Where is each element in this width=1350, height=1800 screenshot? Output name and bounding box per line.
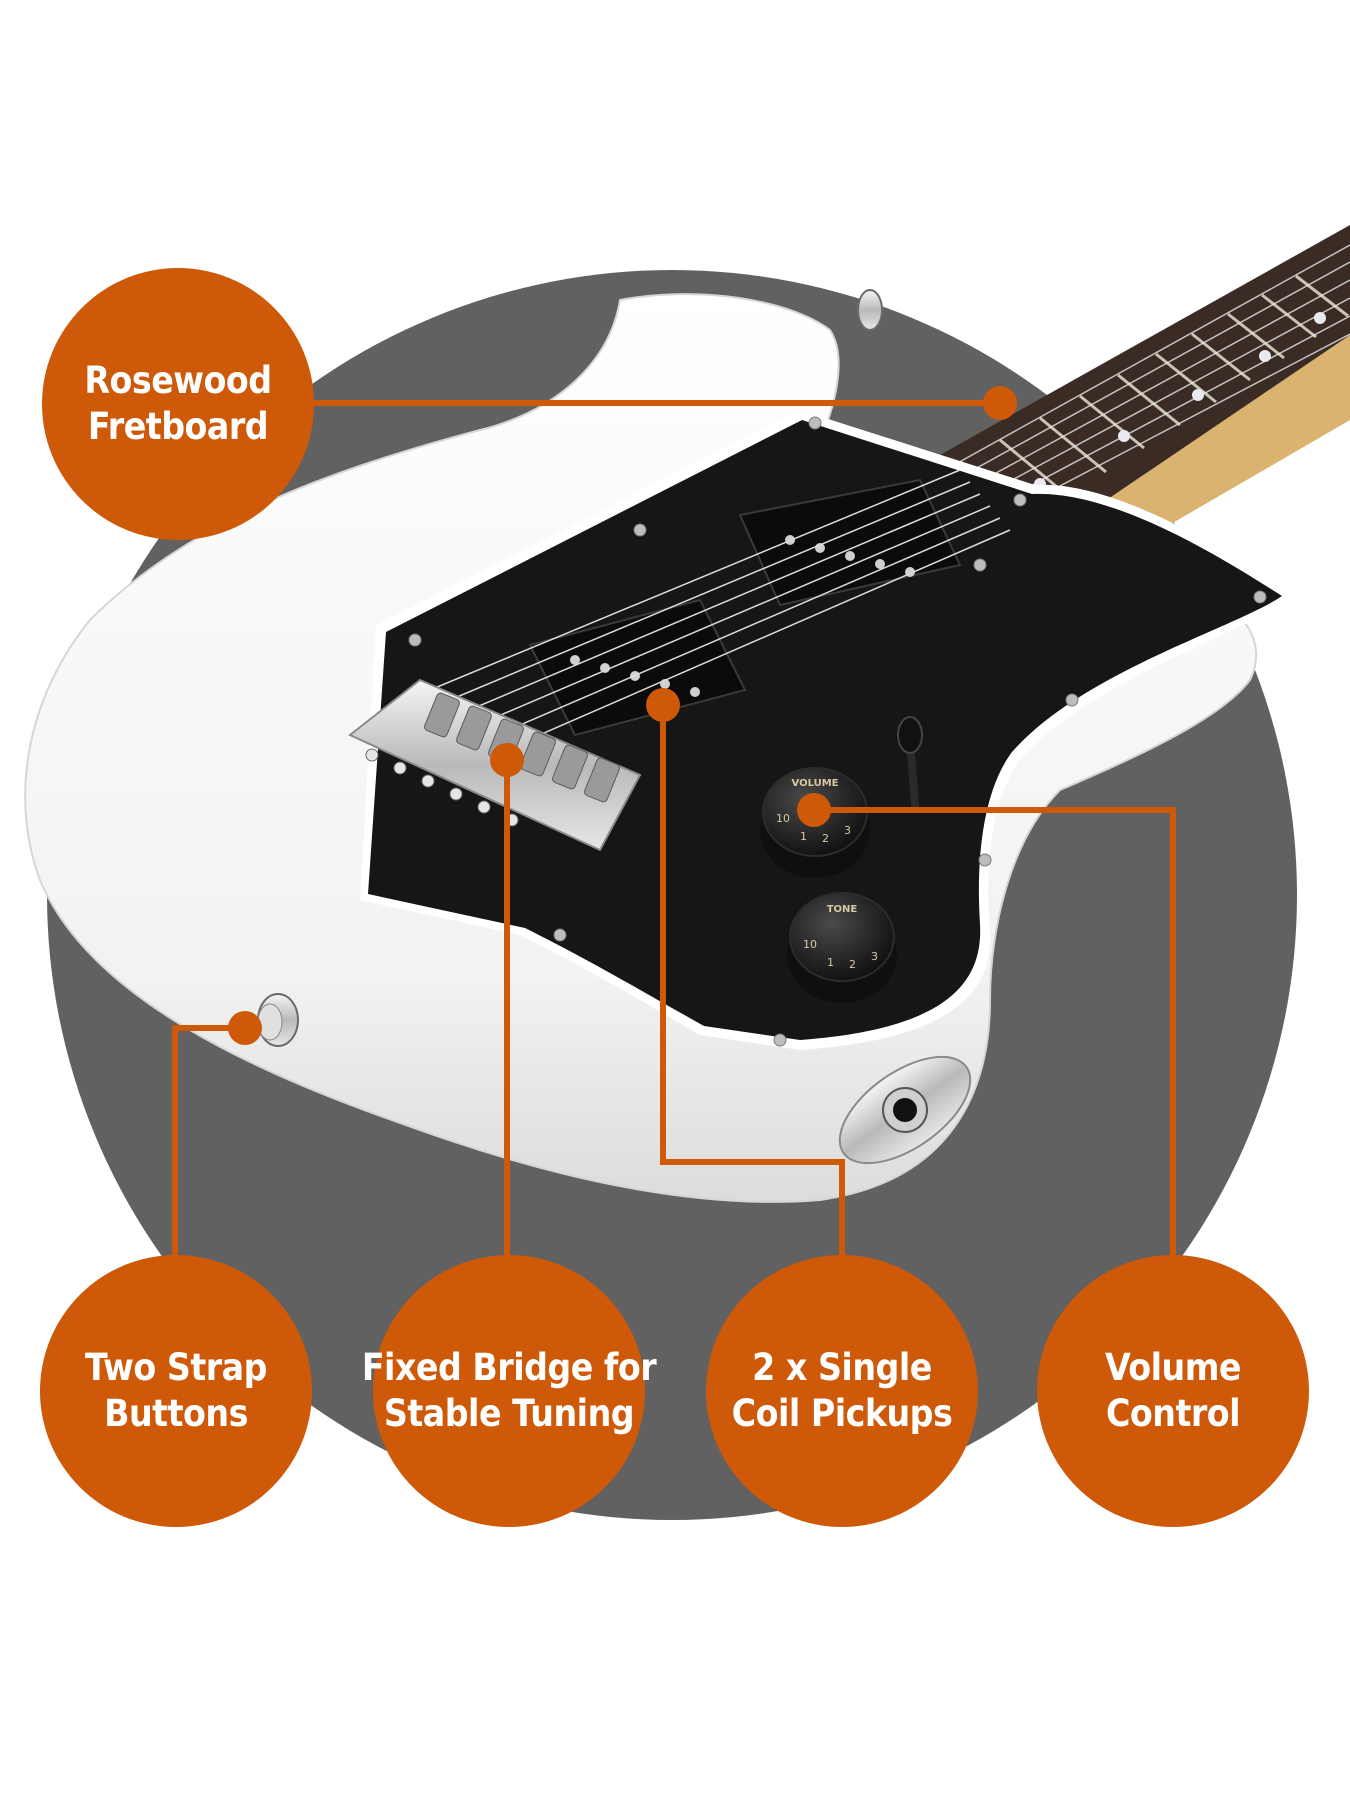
callout-bridge-line-1: Fixed Bridge for (361, 1346, 657, 1389)
volume-knob-mark-1: 1 (800, 830, 807, 843)
volume-knob-label: VOLUME (792, 778, 839, 789)
output-jack (838, 1055, 972, 1165)
callout-connectors (172, 400, 1176, 1260)
callout-strap-line-2: Buttons (104, 1392, 248, 1435)
tone-knob-mark-2: 2 (849, 958, 856, 971)
callout-two-strap-buttons: Two Strap Buttons (40, 1255, 312, 1527)
tone-knob-mark-10: 10 (803, 938, 817, 951)
callout-rosewood-fretboard: Rosewood Fretboard (42, 268, 314, 540)
callout-bridge-line-2: Stable Tuning (383, 1392, 635, 1435)
strap-button-upper (857, 289, 883, 331)
callout-volume-line-1: Volume (1105, 1346, 1242, 1389)
callout-pickups-line-1: 2 x Single (752, 1346, 932, 1389)
callout-volume-line-2: Control (1105, 1392, 1241, 1435)
pickguard (360, 410, 1300, 1050)
callout-rosewood-line-1: Rosewood (84, 359, 272, 402)
bridge-anchor-dot (490, 743, 524, 777)
tone-knob-mark-3: 3 (871, 950, 878, 963)
volume-knob-mark-10: 10 (776, 812, 790, 825)
volume-leader-line (814, 807, 1176, 1260)
pickup-selector-switch (897, 716, 923, 809)
rosewood-anchor-dot (983, 386, 1017, 420)
tone-knob-label: TONE (827, 904, 858, 915)
callout-rosewood-line-2: Fretboard (87, 405, 269, 448)
callout-single-coil-pickups: 2 x Single Coil Pickups (706, 1255, 978, 1527)
callout-volume-control: Volume Control (1037, 1255, 1309, 1527)
volume-knob-mark-2: 2 (822, 832, 829, 845)
callout-fixed-bridge: Fixed Bridge for Stable Tuning (362, 1255, 657, 1527)
strings (429, 469, 1011, 751)
volume-anchor-dot (797, 793, 831, 827)
volume-knob-mark-3: 3 (844, 824, 851, 837)
tone-knob-mark-1: 1 (827, 956, 834, 969)
neck-pickup (738, 478, 962, 607)
strap-leader-line (172, 1025, 245, 1260)
pickups-leader-line (660, 705, 845, 1260)
strap-button (257, 993, 299, 1047)
pickups-anchor-dot (646, 688, 680, 722)
strap-anchor-dot (228, 1011, 262, 1045)
callout-pickups-line-2: Coil Pickups (731, 1392, 953, 1435)
callout-strap-line-1: Two Strap (85, 1346, 267, 1389)
tone-knob: TONE 10 1 2 3 (787, 892, 897, 1003)
